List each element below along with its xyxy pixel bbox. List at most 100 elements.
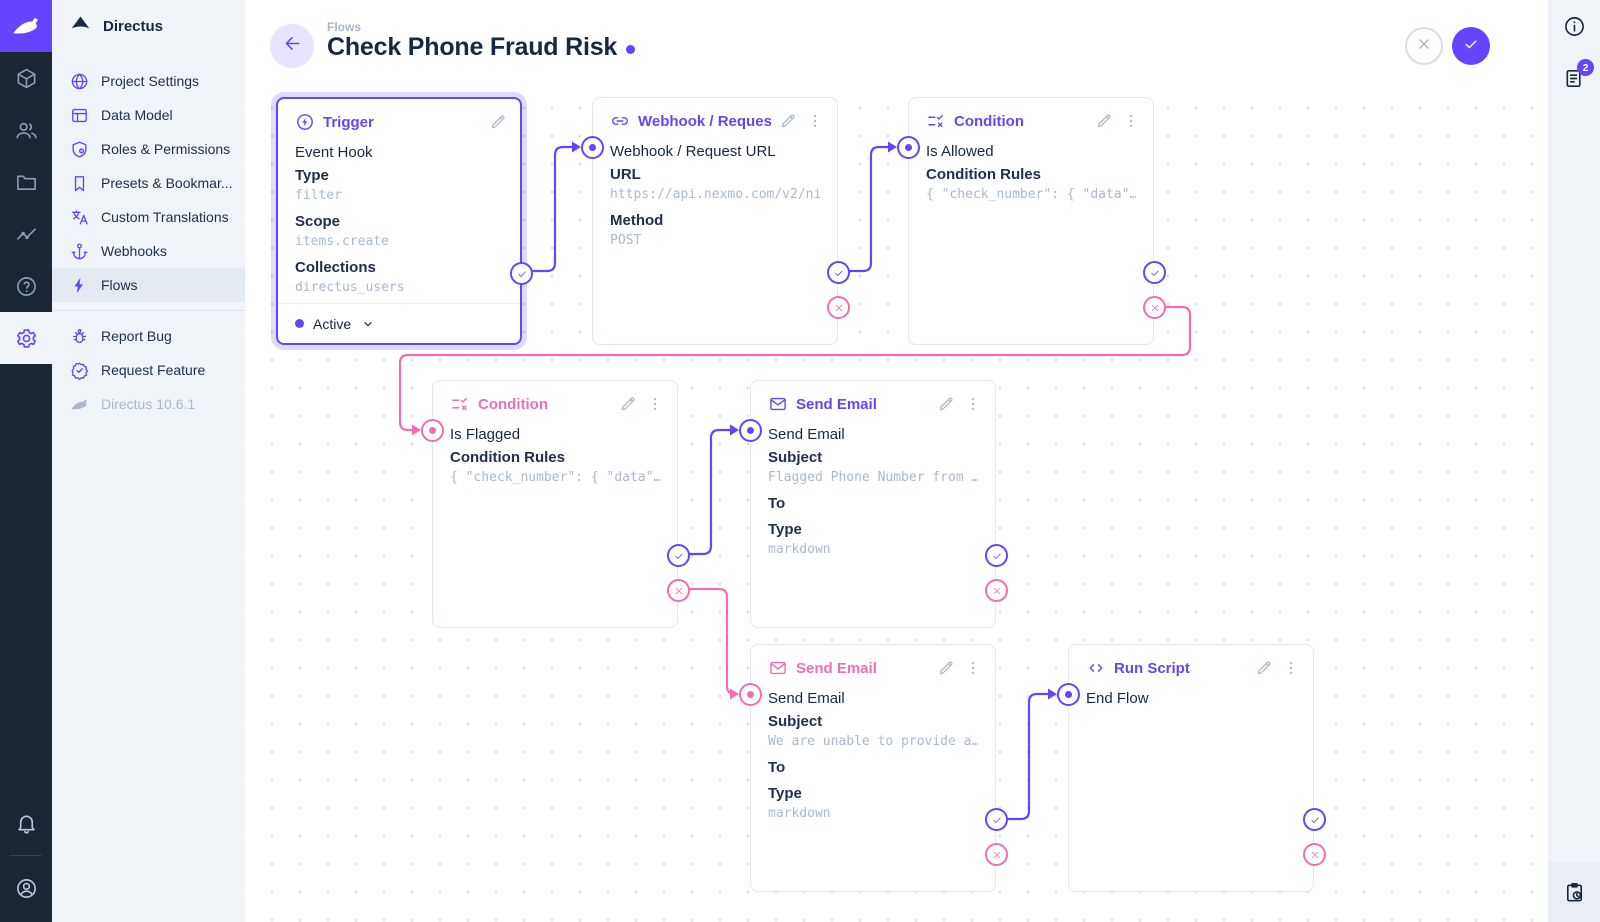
users-icon bbox=[15, 119, 38, 142]
input-connector[interactable] bbox=[739, 683, 762, 706]
page-title: Check Phone Fraud Risk bbox=[327, 33, 618, 61]
sidebar-item-request-feature[interactable]: Request Feature bbox=[52, 353, 245, 387]
trigger-status-toggle[interactable]: Active bbox=[278, 303, 520, 343]
resolve-connector[interactable] bbox=[985, 544, 1008, 567]
reject-connector[interactable] bbox=[667, 579, 690, 602]
sidebar-toggle-button[interactable]: 2 bbox=[1548, 52, 1600, 104]
fan-icon bbox=[70, 13, 91, 34]
resolve-connector[interactable] bbox=[1303, 808, 1326, 831]
edit-panel-button[interactable] bbox=[937, 395, 955, 413]
files-module-button[interactable] bbox=[0, 156, 52, 208]
field-value: markdown bbox=[768, 542, 831, 557]
panel-options-button[interactable] bbox=[646, 395, 664, 413]
panel-options-button[interactable] bbox=[964, 395, 982, 413]
sidebar-item-label: Roles & Permissions bbox=[101, 141, 231, 157]
docs-module-button[interactable] bbox=[0, 260, 52, 312]
resolve-connector[interactable] bbox=[510, 262, 533, 285]
users-module-button[interactable] bbox=[0, 104, 52, 156]
panel-name: Is Flagged bbox=[450, 426, 521, 443]
panel-options-button[interactable] bbox=[964, 659, 982, 677]
reject-connector[interactable] bbox=[985, 579, 1008, 602]
rule-icon bbox=[926, 111, 946, 131]
breadcrumb[interactable]: Flows bbox=[327, 20, 362, 34]
project-name: Directus bbox=[103, 17, 164, 35]
reject-connector[interactable] bbox=[827, 296, 850, 319]
edit-panel-button[interactable] bbox=[489, 113, 507, 131]
content-module-button[interactable] bbox=[0, 52, 52, 104]
sidebar-item-presets-bookmar[interactable]: Presets & Bookmar... bbox=[52, 166, 245, 200]
sidebar-item-roles-permissions[interactable]: Roles & Permissions bbox=[52, 132, 245, 166]
gear-icon bbox=[15, 327, 38, 350]
activity-log-button[interactable] bbox=[1548, 866, 1600, 918]
chevron-down-icon bbox=[360, 316, 376, 332]
resolve-connector[interactable] bbox=[667, 544, 690, 567]
input-connector[interactable] bbox=[581, 136, 604, 159]
reject-connector[interactable] bbox=[1143, 296, 1166, 319]
input-connector[interactable] bbox=[421, 419, 444, 442]
edit-panel-button[interactable] bbox=[619, 395, 637, 413]
module-bar-divider bbox=[10, 855, 42, 856]
edit-panel-button[interactable] bbox=[1095, 112, 1113, 130]
project-header[interactable]: Directus bbox=[52, 0, 245, 52]
field-label: Type bbox=[768, 785, 802, 802]
edit-panel-button[interactable] bbox=[1255, 659, 1273, 677]
cube-icon bbox=[15, 67, 38, 90]
resolve-connector[interactable] bbox=[827, 261, 850, 284]
sidebar-item-flows[interactable]: Flows bbox=[52, 268, 245, 302]
sidebar-item-label: Project Settings bbox=[101, 73, 200, 89]
page-header: Flows Check Phone Fraud Risk bbox=[245, 0, 1548, 88]
sidebar-item-label: Report Bug bbox=[101, 328, 172, 344]
panel-name: Is Allowed bbox=[926, 143, 994, 160]
sidebar-item-custom-translations[interactable]: Custom Translations bbox=[52, 200, 245, 234]
flow-panel-webhook[interactable]: Webhook / Request UWebhook / Request URL… bbox=[581, 97, 850, 345]
folder-icon bbox=[15, 171, 38, 194]
right-sidebar: 2 bbox=[1548, 0, 1600, 922]
resolve-connector[interactable] bbox=[1143, 261, 1166, 284]
panel-options-button[interactable] bbox=[1122, 112, 1140, 130]
directus-logo[interactable] bbox=[0, 0, 52, 52]
sidebar-item-label: Directus 10.6.1 bbox=[101, 396, 196, 412]
panel-title: Condition bbox=[478, 395, 548, 413]
account-button[interactable] bbox=[0, 862, 52, 914]
field-label: Collections bbox=[295, 259, 376, 276]
edit-panel-button[interactable] bbox=[779, 112, 797, 130]
field-label: To bbox=[768, 759, 786, 776]
reject-connector[interactable] bbox=[1303, 843, 1326, 866]
notes-icon bbox=[1563, 67, 1586, 90]
sidebar-item-project-settings[interactable]: Project Settings bbox=[52, 64, 245, 98]
insights-module-button[interactable] bbox=[0, 208, 52, 260]
notifications-button[interactable] bbox=[0, 797, 52, 849]
globe-icon bbox=[70, 72, 89, 91]
sidebar-item-data-model[interactable]: Data Model bbox=[52, 98, 245, 132]
sidebar-item-webhooks[interactable]: Webhooks bbox=[52, 234, 245, 268]
cancel-button[interactable] bbox=[1405, 27, 1443, 65]
input-connector[interactable] bbox=[1057, 683, 1080, 706]
input-connector[interactable] bbox=[897, 136, 920, 159]
account-icon bbox=[15, 877, 38, 900]
back-button[interactable] bbox=[270, 24, 314, 68]
reject-connector[interactable] bbox=[985, 843, 1008, 866]
panel-options-button[interactable] bbox=[1282, 659, 1300, 677]
edit-panel-button[interactable] bbox=[937, 659, 955, 677]
check-icon bbox=[1462, 35, 1480, 53]
panel-name: Send Email bbox=[768, 426, 845, 443]
check-icon bbox=[1149, 267, 1161, 279]
resolve-connector[interactable] bbox=[985, 808, 1008, 831]
settings-module-button[interactable] bbox=[0, 312, 52, 364]
info-sidebar-button[interactable] bbox=[1548, 0, 1600, 52]
nav-divider bbox=[52, 310, 245, 311]
badge-check-icon bbox=[70, 361, 89, 380]
field-label: URL bbox=[610, 166, 641, 183]
panel-title: Run Script bbox=[1114, 659, 1190, 677]
sidebar-item-report-bug[interactable]: Report Bug bbox=[52, 319, 245, 353]
input-connector[interactable] bbox=[739, 419, 762, 442]
save-button[interactable] bbox=[1452, 27, 1490, 65]
panel-options-button[interactable] bbox=[806, 112, 824, 130]
